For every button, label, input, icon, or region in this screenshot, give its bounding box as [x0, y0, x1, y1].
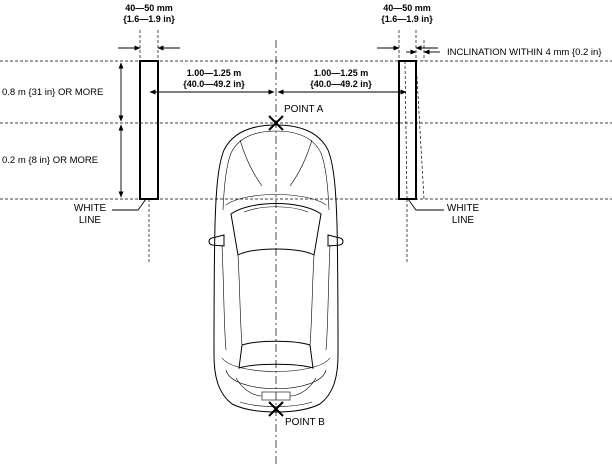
right-reflector-board: [398, 60, 417, 200]
point-a-label: POINT A: [284, 104, 324, 115]
white-line-leader-right: [407, 198, 444, 211]
left-distance-m-label: 1.00—1.25 m: [187, 68, 242, 78]
right-mirror: [327, 234, 344, 247]
white-line-leader-left: [112, 198, 147, 211]
white-line-left-label-1: WHITE: [74, 203, 107, 214]
lower-height-label: 0.2 m {8 in} OR MORE: [2, 155, 98, 166]
point-b-label: POINT B: [285, 417, 325, 428]
inclination-label: INCLINATION WITHIN 4 mm {0.2 in}: [447, 47, 602, 58]
left-mirror: [208, 234, 225, 247]
right-distance-in-label: {40.0—49.2 in}: [310, 79, 372, 89]
vehicle-top-view: [208, 124, 344, 413]
white-line-left-label-2: LINE: [79, 215, 102, 226]
right-width-mm-label: 40—50 mm: [383, 3, 431, 13]
white-line-right-label-2: LINE: [452, 215, 475, 226]
white-line-right-label-1: WHITE: [447, 203, 480, 214]
right-width-in-label: {1.6—1.9 in}: [381, 14, 433, 24]
left-distance-in-label: {40.0—49.2 in}: [183, 79, 245, 89]
upper-height-label: 0.8 m {31 in} OR MORE: [2, 87, 103, 98]
right-distance-m-label: 1.00—1.25 m: [314, 68, 369, 78]
left-width-mm-label: 40—50 mm: [125, 3, 173, 13]
point-a-marker: [268, 115, 284, 131]
left-width-in-label: {1.6—1.9 in}: [123, 14, 175, 24]
point-b-marker: [268, 401, 284, 417]
right-board-inclination-line: [415, 60, 425, 200]
right-board-inclination-line: [404, 60, 408, 200]
left-reflector-board: [139, 60, 159, 200]
